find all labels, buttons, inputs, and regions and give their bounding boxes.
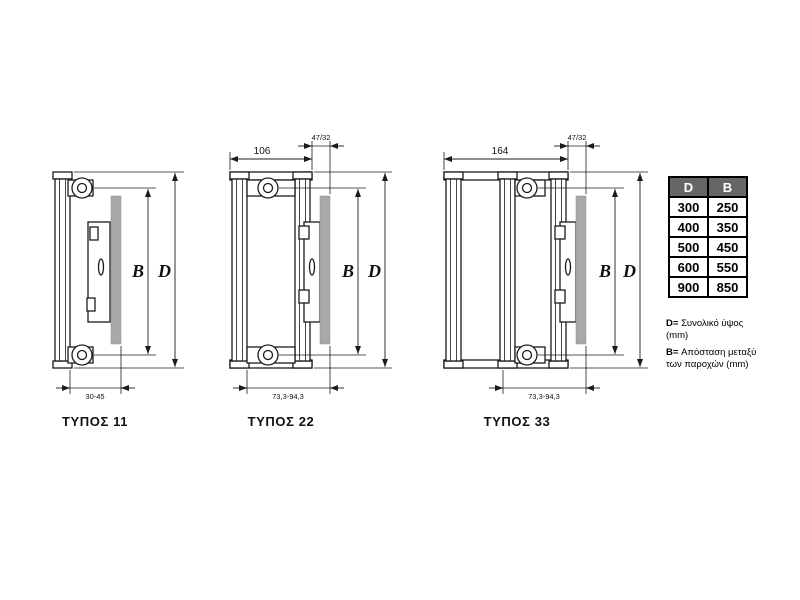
legend-item-b: B= Απόσταση μεταξύ των παροχών (mm)	[666, 347, 760, 371]
table-header-d: D	[668, 176, 709, 198]
dim-label-b: B	[131, 261, 144, 281]
pipe-connection-icon	[257, 344, 279, 366]
legend-text-d: Συνολικό ύψος (mm)	[666, 318, 744, 341]
dim-label-b: B	[598, 261, 611, 281]
table-row: 500 450	[668, 236, 748, 258]
dim-label-depth: 30-45	[85, 392, 104, 401]
dim-label-width: 106	[254, 146, 271, 157]
cell-d: 500	[668, 236, 709, 258]
cell-d: 600	[668, 256, 709, 278]
wall-bar	[575, 195, 587, 345]
cell-b: 350	[707, 216, 748, 238]
cell-d: 400	[668, 216, 709, 238]
dim-label-d: D	[157, 261, 171, 281]
cell-b: 850	[707, 276, 748, 298]
cell-d: 300	[668, 196, 709, 218]
dim-label-d: D	[622, 261, 636, 281]
pipe-connection-icon	[516, 177, 538, 199]
pipe-connection-icon	[257, 177, 279, 199]
radiator-panel	[229, 171, 250, 369]
type33-diagram: 164 47/32 D B 73,3-94,3 ΤΥΠΟΣ 33	[443, 133, 648, 429]
dim-label-depth: 73,3-94,3	[528, 392, 560, 401]
legend-text-b: Απόσταση μεταξύ των παροχών (mm)	[666, 346, 757, 370]
cell-d: 900	[668, 276, 709, 298]
type33-title: ΤΥΠΟΣ 33	[484, 414, 551, 429]
type11-title: ΤΥΠΟΣ 11	[62, 414, 128, 429]
dim-label-depth: 73,3-94,3	[272, 392, 304, 401]
legend-key-b: B=	[666, 346, 679, 358]
cell-b: 250	[707, 196, 748, 218]
legend: D= Συνολικό ύψος (mm) B= Απόσταση μεταξύ…	[666, 318, 760, 376]
table-header-b: B	[707, 176, 748, 198]
dim-label-bracket: 47/32	[312, 133, 331, 142]
radiator-panel	[443, 171, 464, 369]
dim-label-width: 164	[492, 146, 509, 157]
dim-label-b: B	[341, 261, 354, 281]
legend-key-d: D=	[666, 318, 679, 329]
pipe-connection-icon	[71, 177, 93, 199]
table-header-row: D B	[668, 176, 748, 198]
radiator-panel	[52, 171, 73, 369]
dimensions-table: D B 300 250 400 350 500 450 600	[668, 176, 748, 298]
legend-item-d: D= Συνολικό ύψος (mm)	[666, 318, 760, 342]
dim-label-d: D	[367, 261, 381, 281]
dim-label-bracket: 47/32	[568, 133, 587, 142]
cell-b: 550	[707, 256, 748, 278]
cell-b: 450	[707, 236, 748, 258]
pipe-connection-icon	[516, 344, 538, 366]
type11-diagram: D B 30-45 ΤΥΠΟΣ 11	[52, 171, 184, 429]
pipe-connection-icon	[71, 344, 93, 366]
wall-bar	[319, 195, 331, 345]
radiator-panel	[497, 171, 518, 369]
table-row: 400 350	[668, 216, 748, 238]
table-row: 600 550	[668, 256, 748, 278]
wall-bracket	[86, 221, 111, 323]
table-row: 900 850	[668, 276, 748, 298]
type22-diagram: 106 47/32 D B 73,3-94,3 ΤΥΠΟΣ 22	[229, 133, 392, 429]
wall-bar	[110, 195, 122, 345]
table-row: 300 250	[668, 196, 748, 218]
type22-title: ΤΥΠΟΣ 22	[248, 414, 315, 429]
